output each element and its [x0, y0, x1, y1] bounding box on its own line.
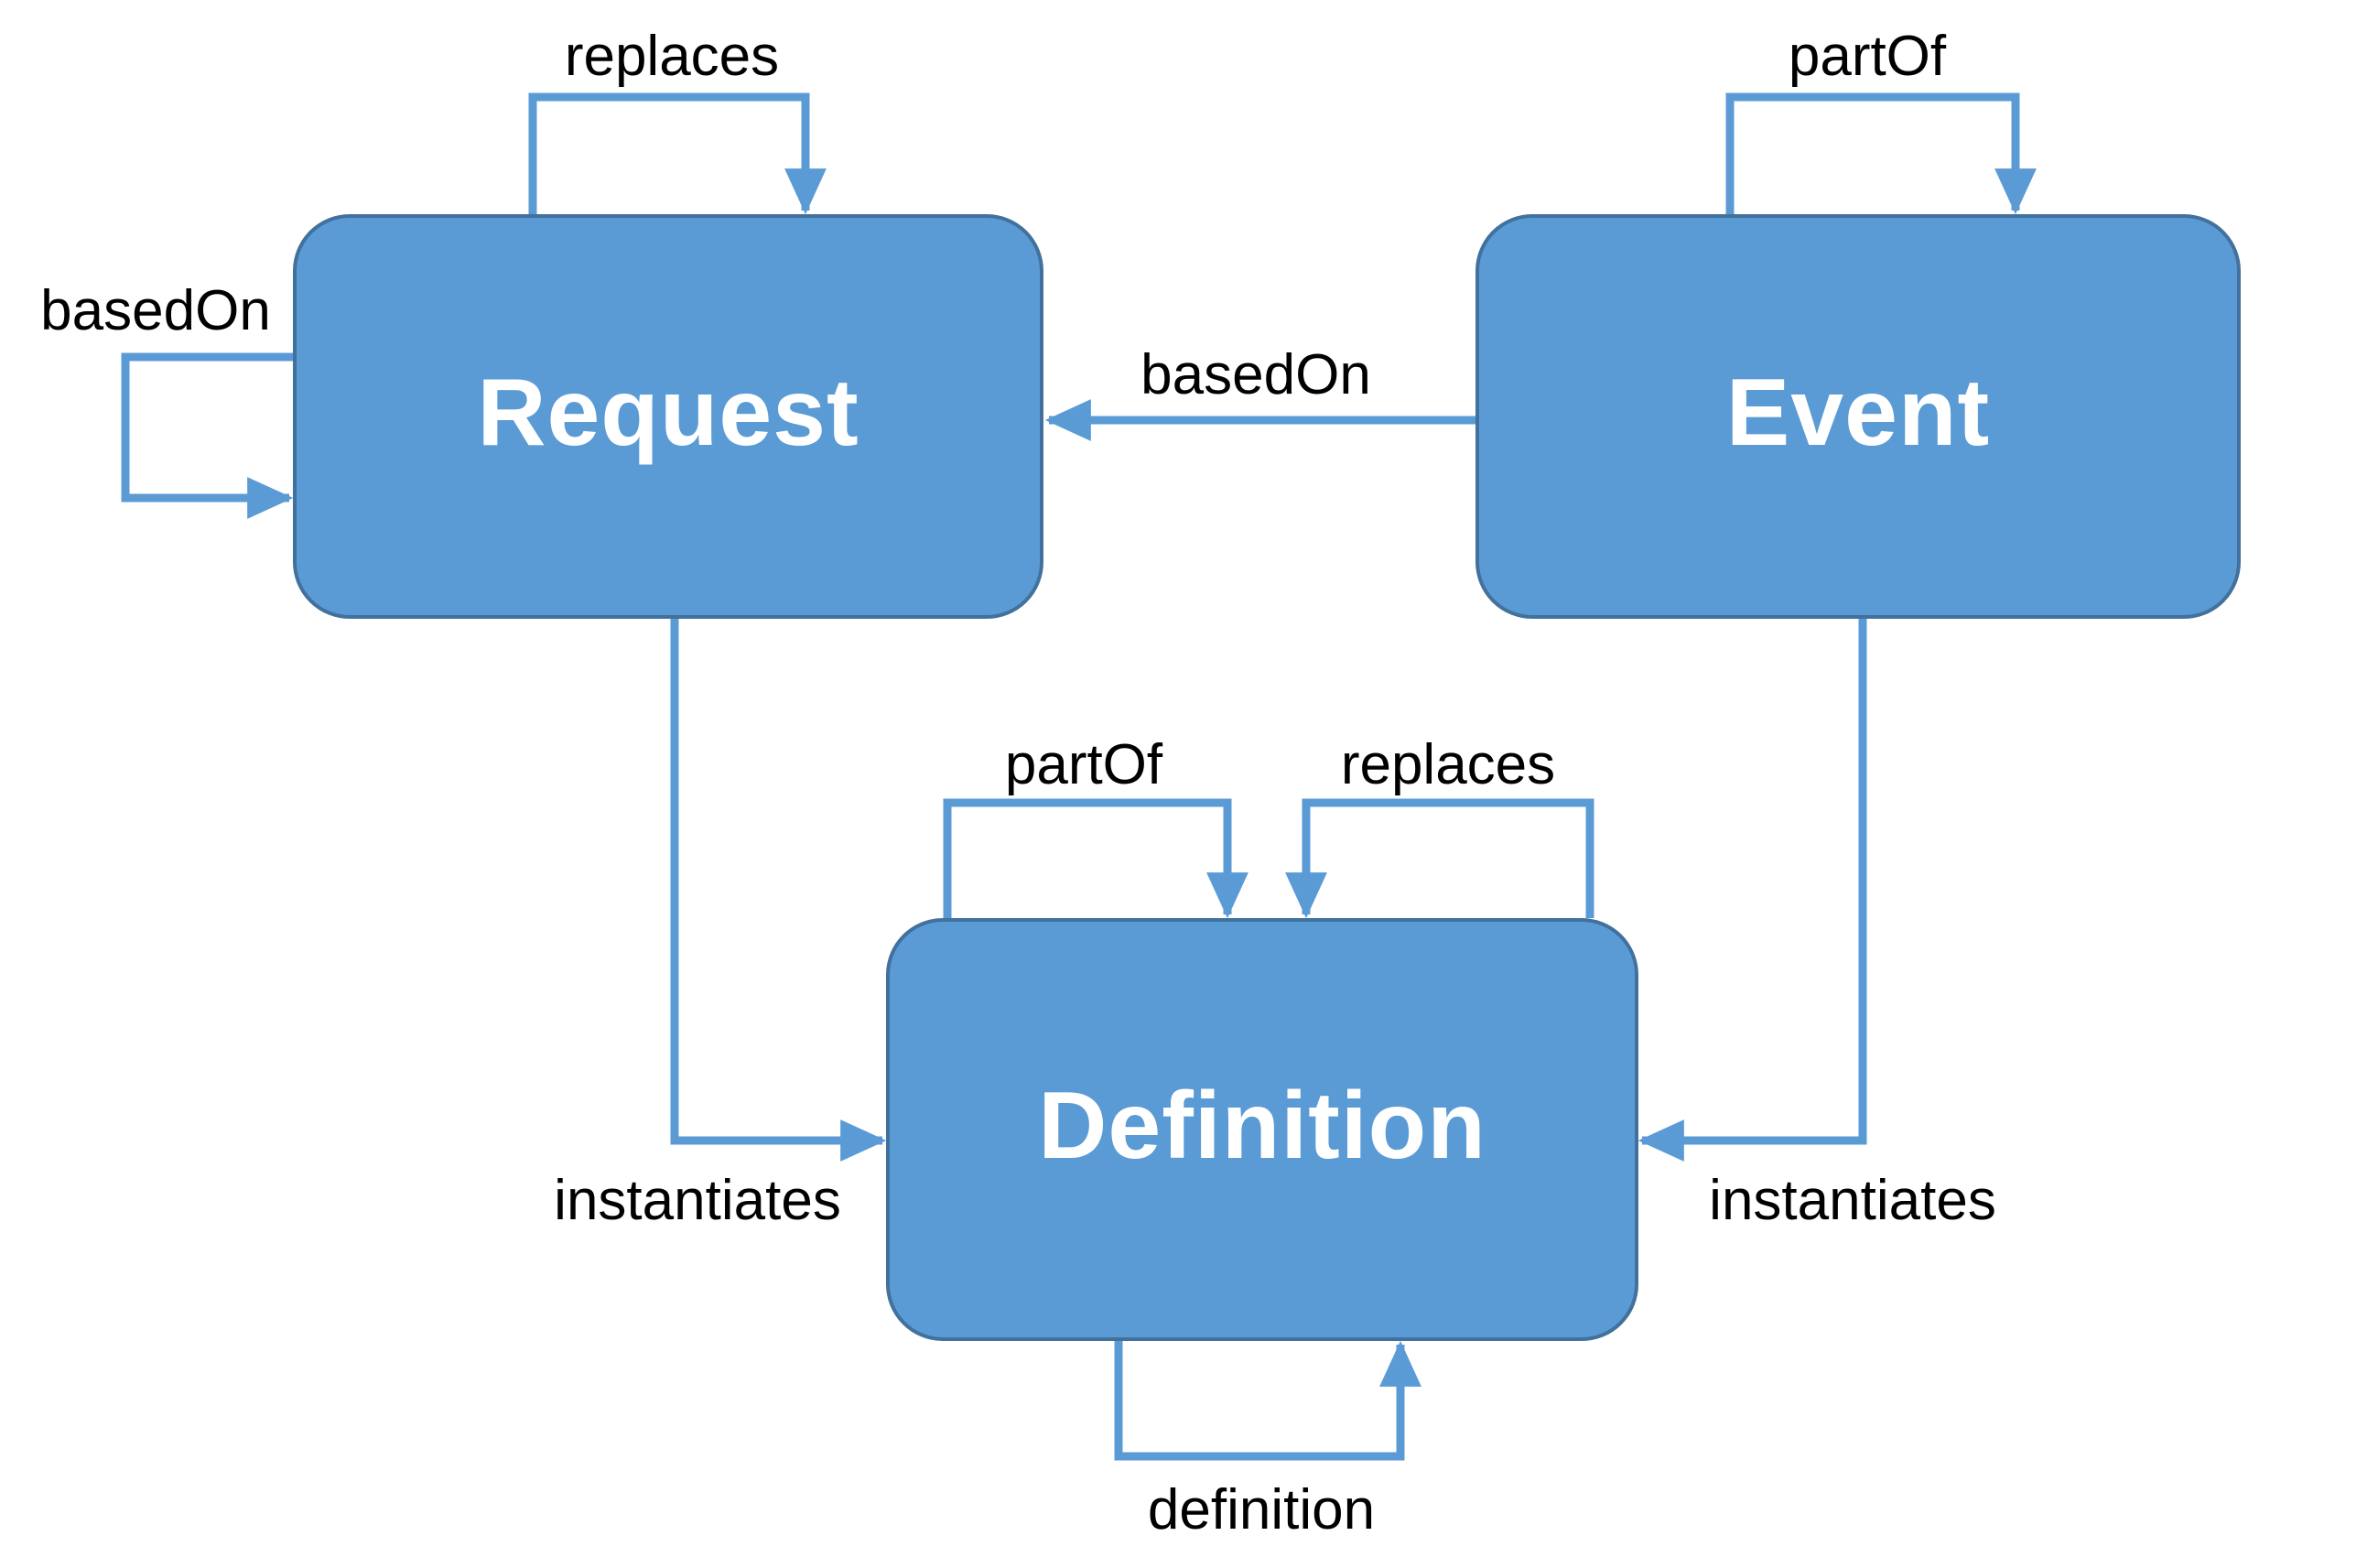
edge-definition-definition-self: [1114, 1340, 1421, 1461]
node-request-label: Request: [477, 360, 859, 466]
edge-request-basedon-self: [121, 352, 294, 519]
edge-definition-replaces-self: [1285, 798, 1594, 919]
edge-definition-partof-self: [943, 798, 1248, 919]
edge-label-request-instantiates: instantiates: [554, 1169, 841, 1232]
edge-label-event-instantiates: instantiates: [1709, 1169, 1996, 1232]
edge-label-event-basedon-request: basedOn: [1140, 343, 1371, 406]
edge-label-request-replaces: replaces: [564, 25, 780, 88]
edge-event-instantiates-definition: [1638, 619, 1867, 1162]
edge-request-replaces-self: [528, 92, 827, 215]
edge-label-event-partof: partOf: [1788, 25, 1947, 88]
node-event-label: Event: [1725, 360, 1991, 466]
node-definition-label: Definition: [1038, 1073, 1486, 1179]
edge-label-definition-definition: definition: [1147, 1478, 1376, 1541]
node-definition: Definition: [886, 918, 1638, 1341]
edge-event-partof-self: [1725, 92, 2037, 215]
node-request: Request: [293, 214, 1043, 619]
edge-label-definition-partof: partOf: [1004, 733, 1163, 796]
edge-request-instantiates-definition: [670, 619, 887, 1162]
node-event: Event: [1475, 214, 2241, 619]
edge-label-request-basedon: basedOn: [40, 279, 271, 342]
edge-label-definition-replaces: replaces: [1340, 733, 1556, 796]
